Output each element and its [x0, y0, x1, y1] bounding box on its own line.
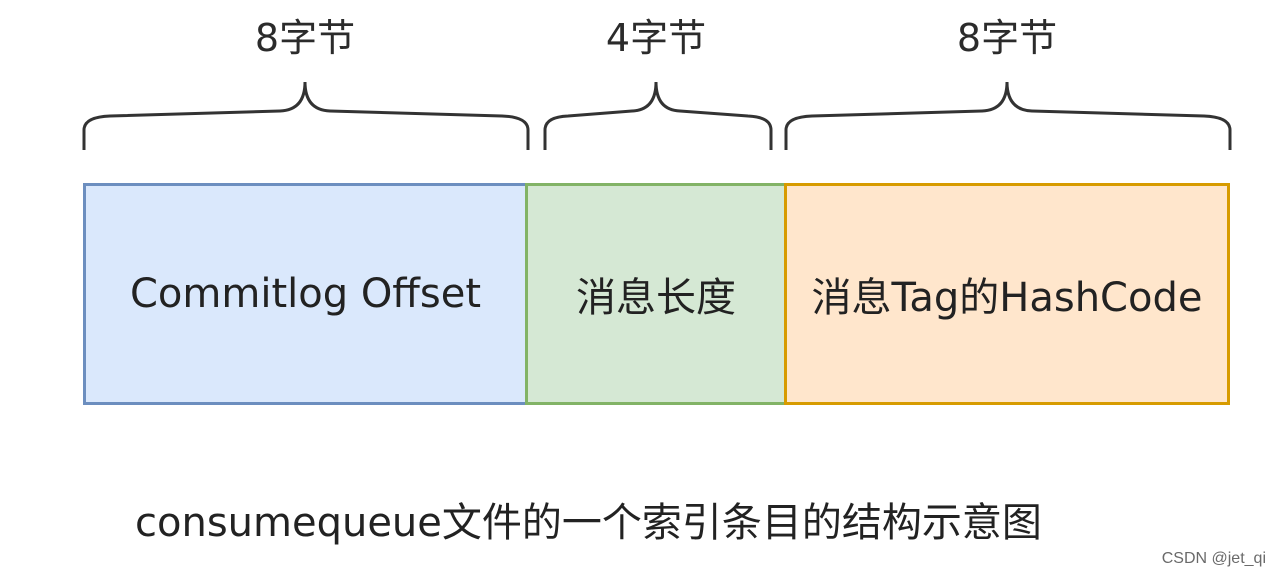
diagram-caption: consumequeue文件的一个索引条目的结构示意图 — [135, 500, 1042, 546]
watermark: CSDN @jet_qi — [1161, 550, 1266, 567]
field-tag-hashcode: 消息Tag的HashCode — [784, 183, 1230, 405]
field-message-length: 消息长度 — [525, 183, 787, 405]
brace-label-1: 8字节 — [254, 16, 356, 60]
field-commitlog-offset: Commitlog Offset — [83, 183, 528, 405]
brace-label-3: 8字节 — [956, 16, 1058, 60]
brace-label-2: 4字节 — [605, 16, 707, 60]
field-tag-hashcode-label: 消息Tag的HashCode — [811, 275, 1203, 321]
field-commitlog-offset-label: Commitlog Offset — [130, 271, 481, 317]
field-message-length-label: 消息长度 — [576, 275, 736, 321]
brace-2 — [543, 81, 773, 150]
brace-3 — [784, 81, 1232, 150]
brace-1 — [82, 81, 530, 150]
